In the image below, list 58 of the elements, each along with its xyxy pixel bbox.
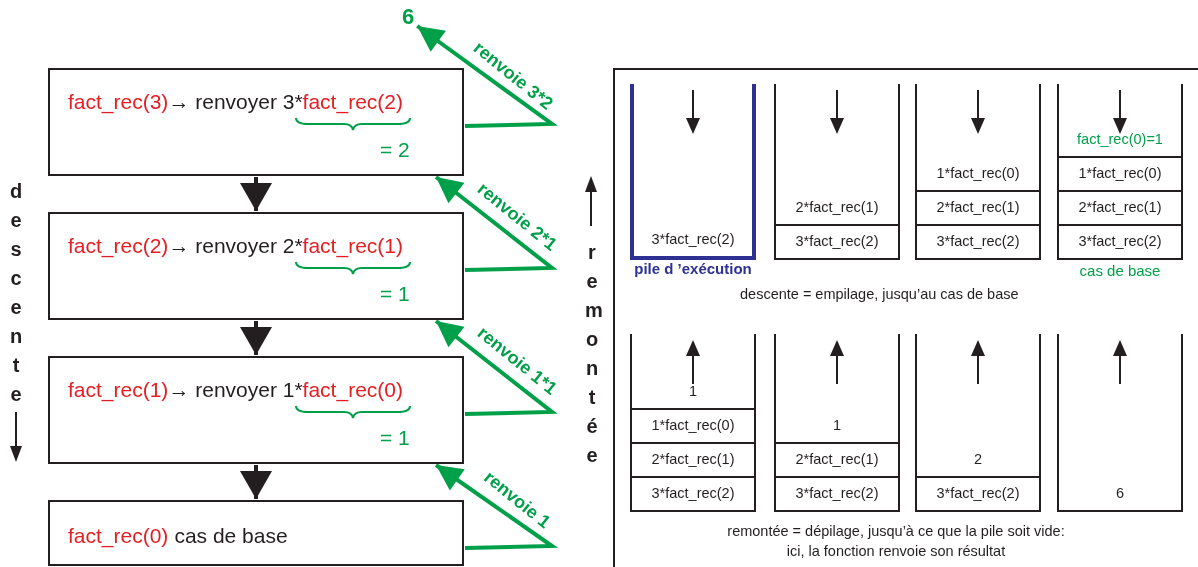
arrow [240, 177, 272, 211]
process-box [48, 212, 464, 320]
stack-container [774, 84, 900, 260]
function-call: fact_rec(2) [302, 90, 403, 113]
arrow [240, 321, 272, 355]
stack-item: 2*fact_rec(1) [917, 190, 1039, 224]
stack-caption: cas de base [1078, 262, 1162, 279]
stack-item: 1 [831, 416, 843, 435]
result-text: = 2 [380, 138, 410, 162]
stack-container [915, 334, 1041, 512]
stack-item: 1*fact_rec(0) [632, 408, 754, 442]
function-call: fact_rec(1) [302, 234, 403, 257]
stack-item: 1*fact_rec(0) [935, 164, 1021, 183]
stack-item: 2*fact_rec(1) [794, 198, 880, 217]
arrow [416, 24, 558, 128]
stack-item: 3*fact_rec(2) [1059, 224, 1181, 258]
caption-text: descente = empilage, jusqu’au cas de base [740, 286, 1019, 302]
process-box [48, 68, 464, 176]
stack-item: 3*fact_rec(2) [917, 476, 1039, 510]
function-call: fact_rec(3) [68, 90, 169, 113]
vertical-label: descente [9, 179, 23, 407]
result-text: = 1 [380, 426, 410, 450]
arrow [434, 319, 558, 416]
result-value: 6 [402, 4, 415, 30]
function-call: fact_rec(0) [68, 524, 169, 547]
stack-item: 2*fact_rec(1) [632, 442, 754, 476]
function-call: fact_rec(0) [302, 378, 403, 401]
stack-item: 3*fact_rec(2) [917, 224, 1039, 258]
result-text: = 1 [380, 282, 410, 306]
return-text: → renvoyer 3* [168, 90, 303, 113]
stack-item: 3*fact_rec(2) [650, 230, 736, 249]
caption-text: remontée = dépilage, jusqu’à ce que la pile soit vide: ici, la fonction renvoie son résultat [726, 522, 1066, 561]
return-text: → renvoyer 2* [168, 234, 303, 257]
panel-frame [613, 68, 1198, 567]
arrow [434, 463, 559, 550]
stack-item: 3*fact_rec(2) [632, 476, 754, 510]
stack-container [774, 334, 900, 512]
function-call: fact_rec(1) [68, 378, 169, 401]
function-call: fact_rec(2) [68, 234, 169, 257]
stack-item: 6 [1114, 484, 1126, 503]
arrow [434, 175, 558, 272]
stack-item: 3*fact_rec(2) [776, 476, 898, 510]
return-text: → renvoyer 1* [168, 378, 303, 401]
process-box [48, 356, 464, 464]
stack-item: 2*fact_rec(1) [776, 442, 898, 476]
stack-item: 3*fact_rec(2) [776, 224, 898, 258]
stack-item: 1 [687, 382, 699, 401]
arrow [240, 465, 272, 499]
stack-caption: pile d ’exécution [633, 260, 753, 277]
stack-container [1057, 334, 1183, 512]
stack-container [630, 334, 756, 512]
stack-item: 2 [972, 450, 984, 469]
stack-item: 2*fact_rec(1) [1059, 190, 1181, 224]
process-box [48, 500, 464, 566]
stack-item: 1*fact_rec(0) [1059, 156, 1181, 190]
stack-item: fact_rec(0)=1 [1076, 130, 1164, 149]
stack-container [915, 84, 1041, 260]
return-text: cas de base [174, 524, 288, 547]
